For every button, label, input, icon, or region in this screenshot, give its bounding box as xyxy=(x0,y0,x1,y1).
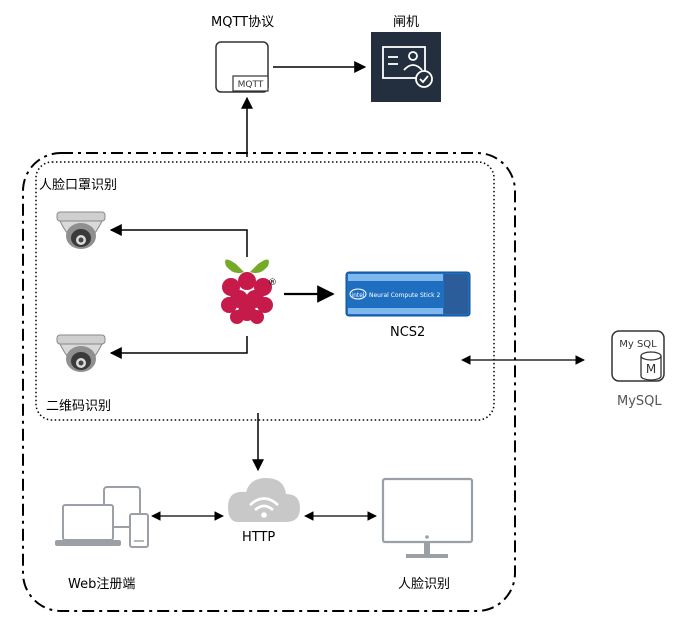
ncs2-product-text: Neural Compute Stick 2 xyxy=(369,292,440,299)
raspberry-subsystem-boundary xyxy=(35,161,495,421)
qr-recognition-label: 二维码识别 xyxy=(46,399,112,414)
http-label: HTTP xyxy=(242,530,276,545)
cloud-wifi-icon xyxy=(228,478,300,522)
camera-icon xyxy=(56,211,106,249)
arrow-pi-to-camera-top xyxy=(109,224,248,257)
arrow-pi-to-camera-bottom xyxy=(109,336,248,359)
mysql-database-icon: My SQL M xyxy=(611,330,665,382)
face-recognition-label: 人脸识别 xyxy=(398,577,451,592)
outer-system-boundary xyxy=(22,152,516,612)
raspberry-pi-icon: ® xyxy=(221,259,277,324)
mask-recognition-label: 人脸口罩识别 xyxy=(39,178,118,193)
monitor-icon xyxy=(381,477,474,558)
camera-icon xyxy=(56,334,106,372)
web-register-label: Web注册端 xyxy=(68,577,136,592)
mysql-icon-letter: M xyxy=(646,362,656,376)
mqtt-icon: MQTT xyxy=(215,41,269,93)
mqtt-protocol-label: MQTT协议 xyxy=(211,15,275,30)
gate-label: 闸机 xyxy=(393,15,420,30)
gate-icon xyxy=(371,32,441,102)
raspberry-registered-mark: ® xyxy=(268,278,277,288)
ncs2-stick-icon: intel Neural Compute Stick 2 xyxy=(345,271,471,317)
web-register-devices-icon xyxy=(55,486,149,548)
ncs2-brand-text: intel xyxy=(351,292,365,299)
mqtt-icon-text: MQTT xyxy=(238,80,264,90)
ncs2-label: NCS2 xyxy=(390,325,426,340)
mysql-icon-text: My SQL xyxy=(619,339,657,350)
mysql-label: MySQL xyxy=(617,394,662,409)
